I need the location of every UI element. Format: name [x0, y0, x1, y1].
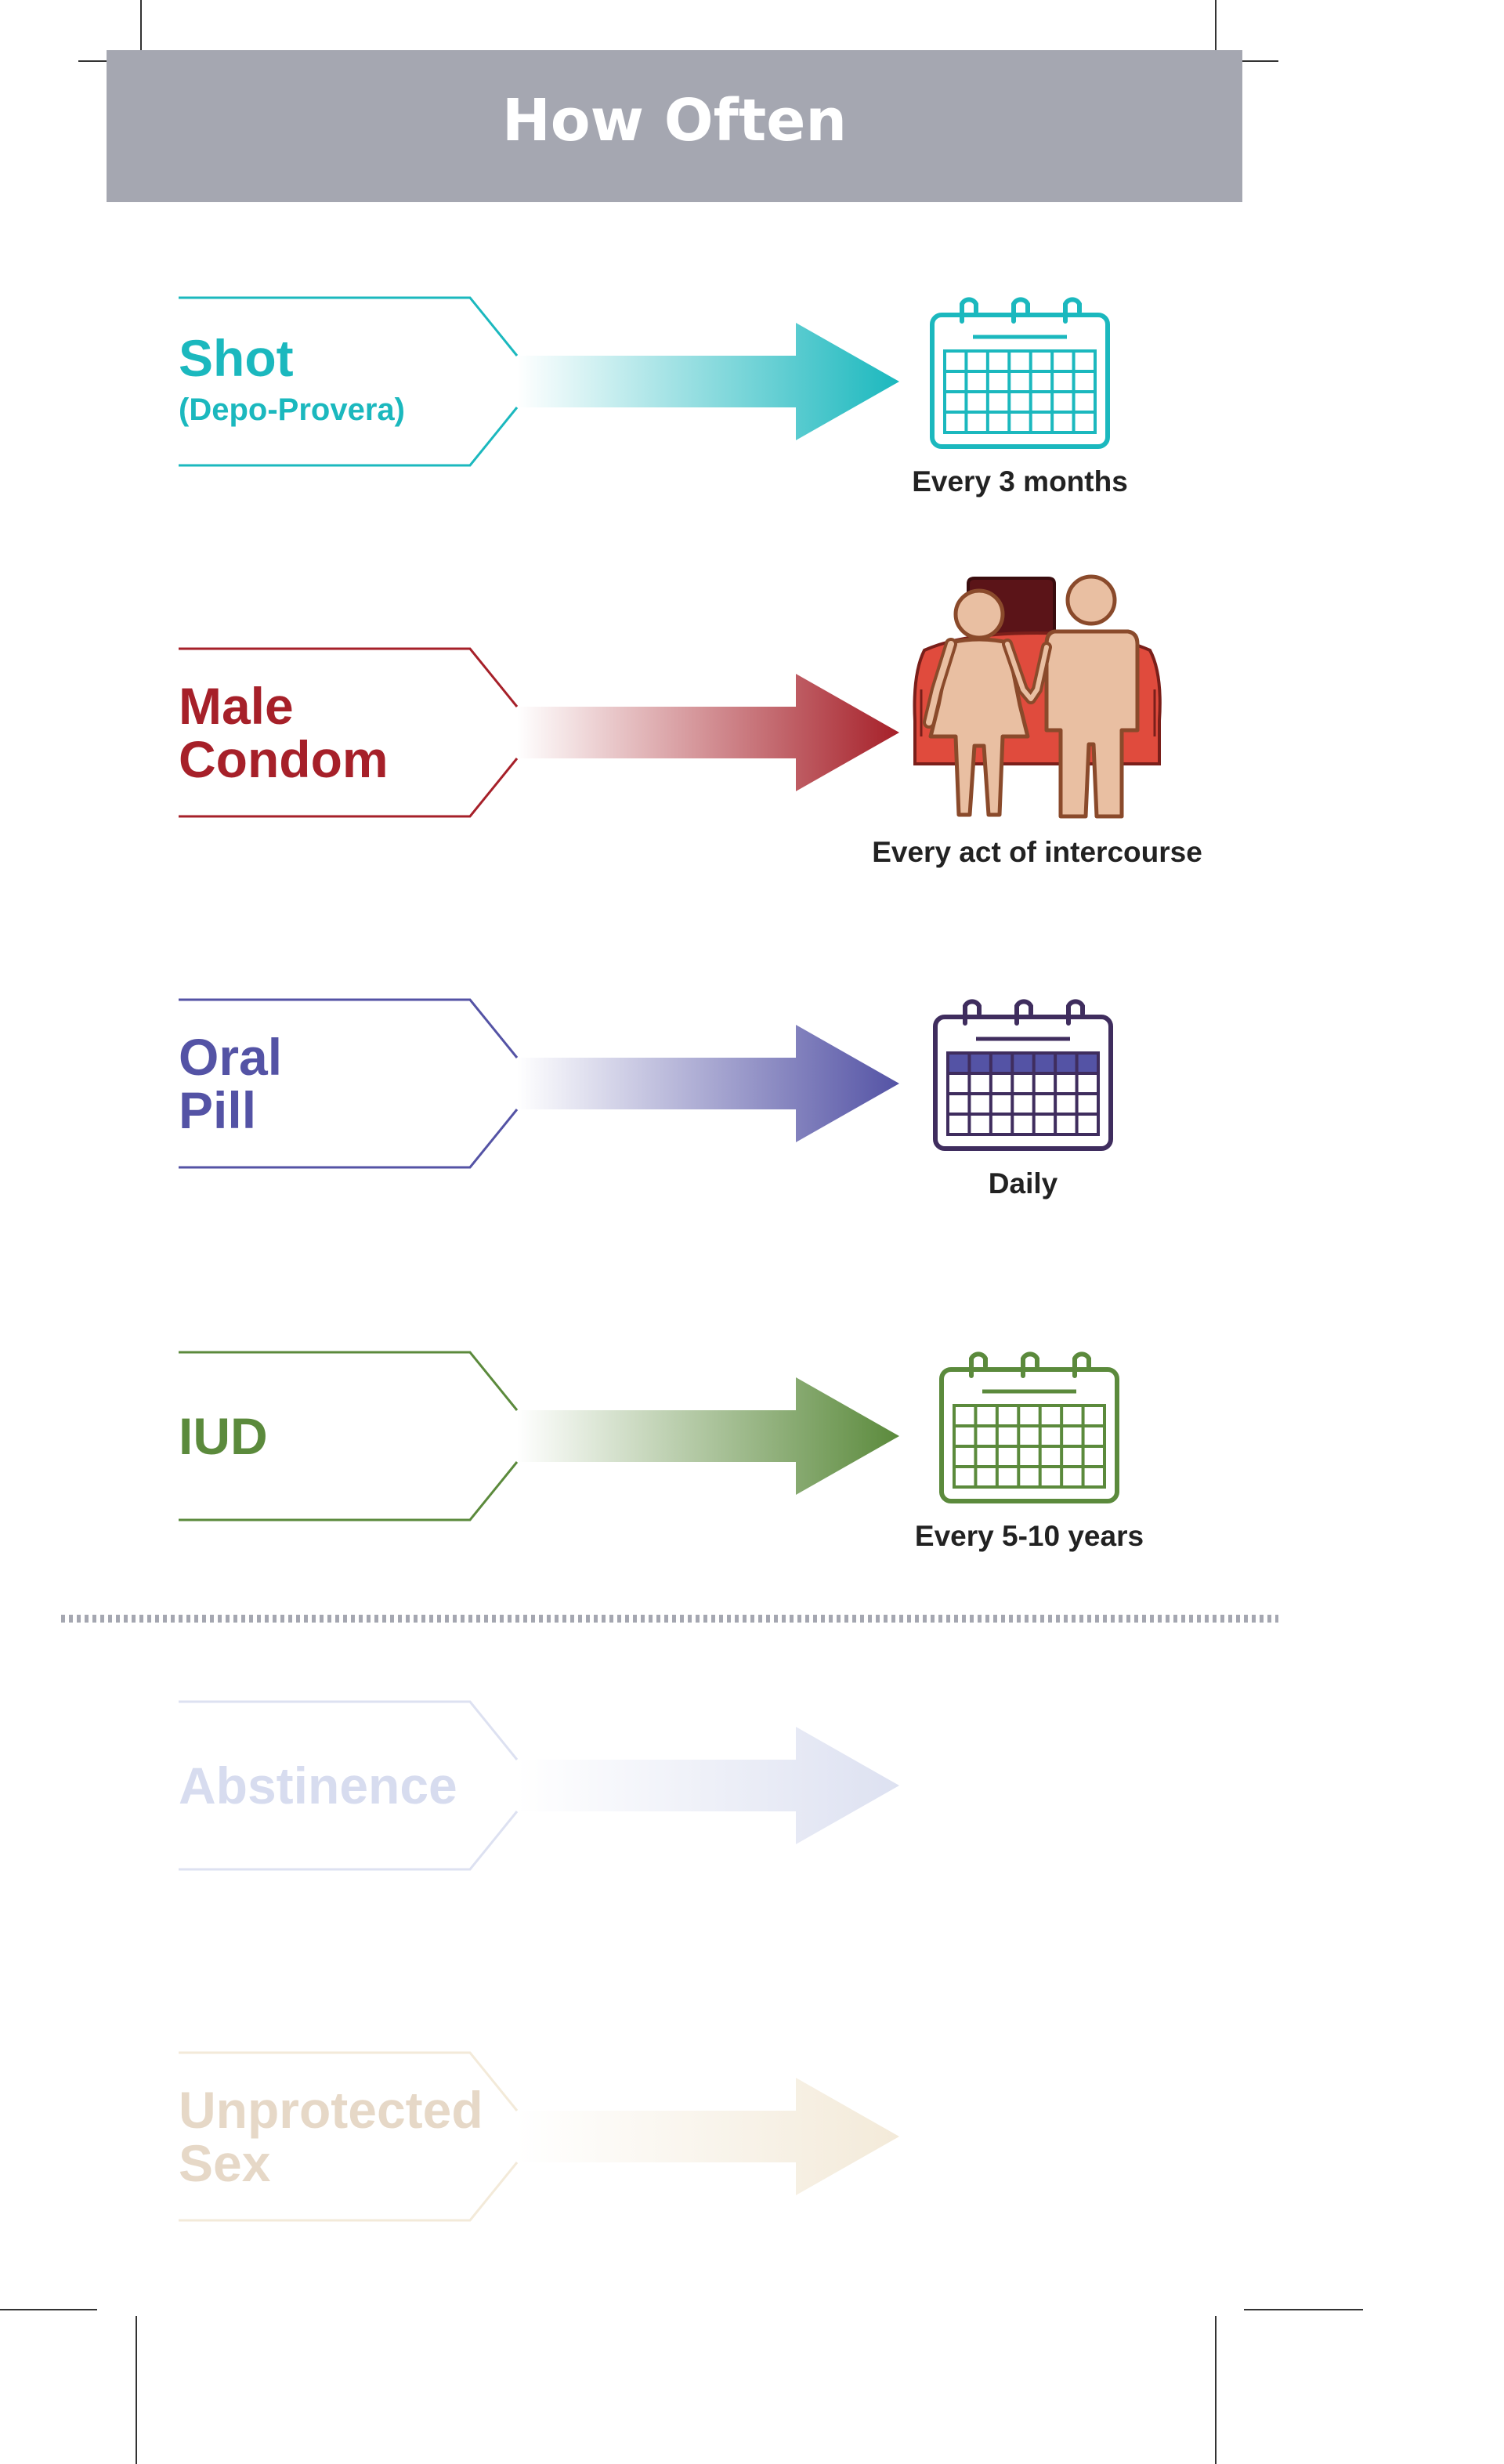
method-row: Shot (Depo-Provera) Every 3 months — [179, 296, 1128, 498]
header-banner — [107, 50, 1242, 202]
calendar-icon — [933, 999, 1113, 1151]
method-tag-outline — [179, 296, 519, 467]
method-label: Oral — [179, 1028, 282, 1086]
method-label: Shot — [179, 329, 294, 387]
page-title: How Often — [502, 87, 847, 154]
method-label: Pill — [179, 1081, 256, 1139]
frequency-caption: Every 5-10 years — [915, 1520, 1144, 1552]
crop-marks — [0, 0, 1363, 2464]
method-label: Unprotected — [179, 2081, 483, 2139]
frequency-caption: Every act of intercourse — [872, 836, 1202, 868]
arrow-right-icon — [517, 1377, 899, 1495]
method-label: Male — [179, 677, 294, 735]
method-rows: Shot (Depo-Provera) Every 3 monthsMaleCond… — [179, 296, 1202, 1552]
method-sub-label: (Depo-Provera) — [179, 393, 405, 427]
arrow-right-icon — [517, 2078, 899, 2195]
calendar-icon — [930, 297, 1110, 449]
method-tag-outline — [179, 1700, 519, 1871]
non-method-row: Abstinence — [179, 1700, 899, 1871]
frequency-caption: Daily — [989, 1167, 1058, 1199]
arrow-right-icon — [517, 1025, 899, 1142]
method-tag-outline — [179, 647, 519, 818]
method-tag-outline — [179, 2051, 519, 2222]
arrow-right-icon — [517, 1727, 899, 1844]
man-figure — [1044, 574, 1140, 819]
calendar-icon — [939, 1351, 1119, 1503]
method-tag-outline — [179, 998, 519, 1169]
couple-bed-icon — [913, 574, 1162, 819]
method-label: Sex — [179, 2134, 271, 2192]
method-label: Abstinence — [179, 1757, 457, 1815]
method-tag-outline — [179, 1351, 519, 1521]
arrow-right-icon — [517, 323, 899, 440]
method-row: IUD Every 5-10 years — [179, 1351, 1144, 1552]
method-label: IUD — [179, 1407, 268, 1465]
arrow-right-icon — [517, 674, 899, 791]
woman-figure — [923, 588, 1030, 817]
header: How Often — [107, 50, 1242, 202]
frequency-caption: Every 3 months — [912, 465, 1128, 498]
method-label: Condom — [179, 730, 389, 788]
